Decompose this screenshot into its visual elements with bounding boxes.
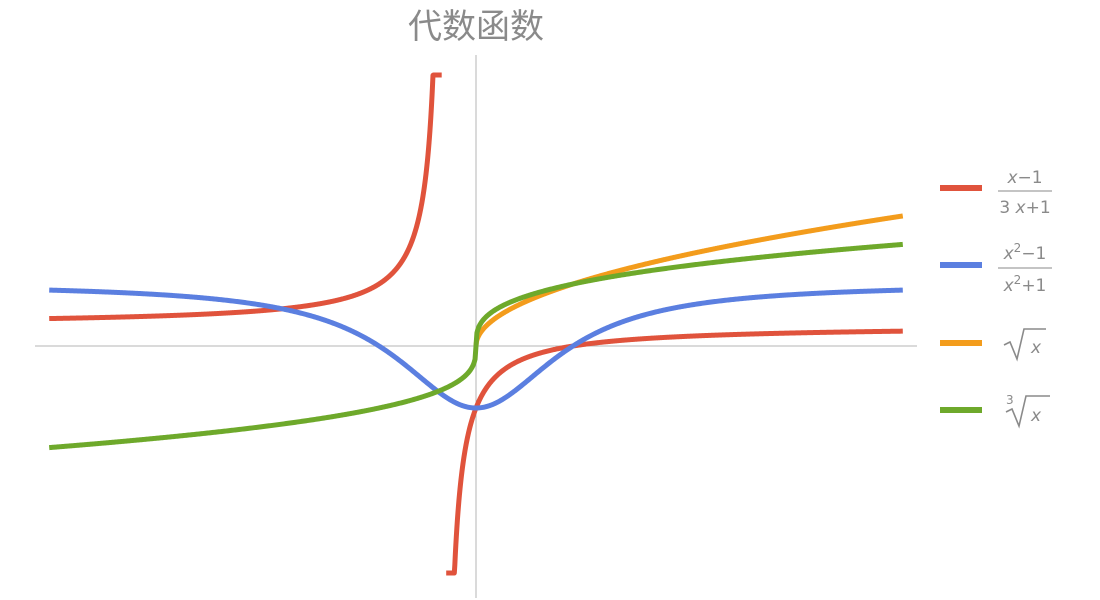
series-2-line	[47, 287, 905, 411]
series-3-line	[473, 213, 905, 347]
legend-item-2: x2−1 x2+1	[940, 241, 1052, 296]
legend-4-radical-sign	[1005, 395, 1050, 429]
legend-item-3: x	[940, 328, 1046, 362]
series-layer	[47, 72, 905, 576]
legend-3-radicand: x	[1030, 338, 1042, 358]
legend-4-index: 3	[1006, 393, 1014, 407]
legend-item-1: x−1 3 x+1	[940, 168, 1052, 218]
series-4-line	[47, 241, 905, 451]
chart-title: 代数函数	[408, 7, 544, 47]
legend: x−1 3 x+1 x2−1 x2+1 x 3 x	[940, 168, 1052, 429]
legend-1-numerator: x−1	[1006, 168, 1042, 188]
axes	[35, 55, 917, 598]
legend-2-numerator: x2−1	[1003, 241, 1047, 264]
legend-2-denominator: x2+1	[1003, 273, 1047, 296]
legend-1-denominator: 3 x+1	[999, 198, 1050, 218]
legend-3-radical-sign	[1003, 328, 1046, 362]
series-1-line-segment-1	[47, 72, 444, 322]
legend-item-4: 3 x	[940, 393, 1050, 429]
series-1-line-segment-2	[444, 328, 905, 576]
legend-4-radicand: x	[1030, 406, 1042, 426]
